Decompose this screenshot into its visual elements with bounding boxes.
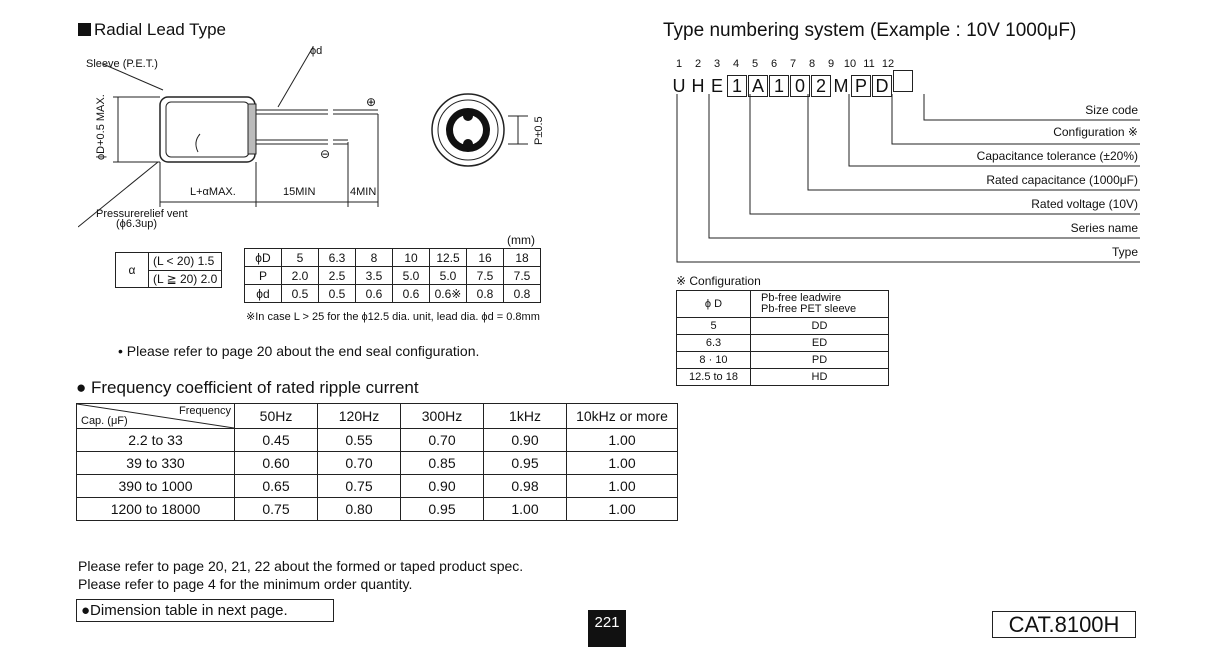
type-numbering-title: Type numbering system (Example : 10V 100… (663, 20, 1077, 41)
refer-order-note: Please refer to page 4 for the minimum o… (78, 576, 413, 592)
table-row: 390 to 1000 0.65 0.75 0.90 0.98 1.00 (76, 474, 678, 498)
diameter-label: ϕD+0.5 MAX. (95, 94, 107, 160)
type-label: Type (1111, 245, 1138, 259)
table-header: Frequency Cap. (μF) 50Hz 120Hz 300Hz 1kH… (76, 403, 678, 429)
series-label: Series name (1070, 221, 1138, 235)
size-code-label: Size code (1085, 103, 1138, 117)
table-row: 1200 to 18000 0.75 0.80 0.95 1.00 1.00 (76, 497, 678, 521)
length-label: L+αMAX. (190, 186, 236, 198)
alpha-row: (L < 20) 1.5 (148, 252, 222, 271)
config-title: ※ Configuration (676, 274, 761, 288)
catalog-number: CAT.8100H (992, 611, 1136, 638)
configuration-label: Configuration ※ (1053, 125, 1138, 139)
alpha-table: α (L < 20) 1.5 (L ≧ 20) 2.0 (115, 252, 222, 288)
table-row: P 2.0 2.5 3.5 5.0 5.0 7.5 7.5 (244, 266, 541, 285)
table-row: ϕd 0.5 0.5 0.6 0.6 0.6※ 0.8 0.8 (244, 284, 541, 303)
unit-label: (mm) (507, 233, 535, 247)
corner-cell: Frequency Cap. (μF) (76, 403, 235, 429)
lead-diameter-label: ϕd (310, 45, 323, 57)
lead-short-label: 4MIN (350, 186, 377, 198)
plus-icon: ⊕ (366, 95, 377, 109)
type-leader-lines (676, 94, 1140, 263)
lead-length-label: 15MIN (283, 186, 316, 198)
table-row: ϕD 5 6.3 8 10 12.5 16 18 (244, 248, 541, 267)
refer-formed-note: Please refer to page 20, 21, 22 about th… (78, 558, 524, 574)
capacitance-label: Rated capacitance (1000μF) (986, 173, 1138, 187)
tolerance-label: Capacitance tolerance (±20%) (976, 149, 1138, 163)
page-number: 221 (588, 610, 626, 647)
vent-label-1: Pressurerelief vent (96, 208, 188, 220)
vent-label-2: (ϕ6.3up) (116, 218, 158, 230)
alpha-row: (L ≧ 20) 2.0 (148, 269, 222, 288)
voltage-label: Rated voltage (10V) (1031, 197, 1138, 211)
minus-icon: ⊖ (320, 147, 331, 161)
sleeve-label: Sleeve (P.E.T.) (86, 58, 158, 70)
table-row: 39 to 330 0.60 0.70 0.85 0.95 1.00 (76, 451, 678, 475)
table-row: 2.2 to 33 0.45 0.55 0.70 0.90 1.00 (76, 428, 678, 452)
dimension-table: ϕD 5 6.3 8 10 12.5 16 18 P 2.0 2.5 3.5 5… (244, 248, 541, 303)
end-seal-note: • Please refer to page 20 about the end … (118, 343, 480, 359)
alpha-symbol: α (115, 252, 149, 288)
frequency-table: Frequency Cap. (μF) 50Hz 120Hz 300Hz 1kH… (76, 403, 678, 521)
dimension-table-note: ●Dimension table in next page. (76, 599, 334, 622)
radial-title: Radial Lead Type (78, 20, 226, 40)
frequency-title: ● Frequency coefficient of rated ripple … (76, 378, 419, 397)
capacitor-drawing (78, 46, 528, 228)
lead-note: ※In case L > 25 for the ϕ12.5 dia. unit,… (246, 311, 540, 323)
pitch-label: P±0.5 (533, 116, 545, 145)
